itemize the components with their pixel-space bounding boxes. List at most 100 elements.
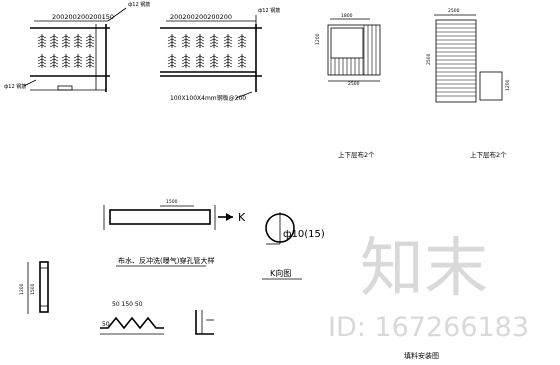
watermark-id: ID: 167266183	[328, 312, 529, 343]
dim-bottom: 2500	[348, 81, 360, 87]
fiber-tuft	[37, 44, 47, 48]
corrugated-profile: 50 150 50 50	[100, 301, 164, 335]
fiber-tuft	[73, 55, 83, 59]
fiber-tuft	[195, 41, 205, 45]
pipe-dim: 1500	[166, 199, 178, 205]
inner-block	[330, 27, 364, 59]
fiber-tuft	[209, 64, 219, 68]
col-dim-a: 1200	[19, 283, 25, 295]
zigzag-line	[100, 316, 164, 330]
fiber-tuft	[37, 35, 47, 39]
fiber-tuft	[237, 41, 247, 45]
fiber-tuft	[167, 58, 177, 62]
fiber-tuft	[167, 44, 177, 48]
fiber-tuft	[181, 35, 191, 39]
col-dim-b: 1500	[30, 283, 36, 295]
column-detail: 1200 1500	[19, 261, 49, 314]
box2-label: 上下层布2个	[470, 150, 507, 159]
fiber-tuft	[61, 35, 71, 39]
pipe-body	[109, 209, 211, 225]
column-post	[39, 261, 49, 313]
fiber-tuft	[223, 44, 233, 48]
fiber-tuft	[37, 38, 47, 42]
fiber-tuft	[49, 38, 59, 42]
fiber-tuft	[181, 61, 191, 65]
fiber-tuft	[85, 55, 95, 59]
watermark: 知末 ID: 167266183	[328, 232, 529, 343]
fiber-tuft	[73, 58, 83, 62]
fiber-tuft	[167, 38, 177, 42]
dia-left-bot: ф12 钢筋	[4, 83, 26, 90]
fiber-plant-group	[37, 34, 95, 68]
fiber-tuft	[195, 44, 205, 48]
fiber-tuft	[37, 61, 47, 65]
fiber-tuft	[223, 58, 233, 62]
fiber-tuft	[37, 64, 47, 68]
module-slats	[436, 23, 476, 97]
fiber-tuft	[237, 44, 247, 48]
fiber-tuft	[49, 64, 59, 68]
fiber-tuft	[209, 58, 219, 62]
fiber-tuft	[237, 61, 247, 65]
fiber-tuft	[195, 35, 205, 39]
rebar-detail-middle: 200200200200200 ф12 钢筋 100X100X4mm钢板@200	[160, 7, 280, 102]
fiber-tuft	[85, 41, 95, 45]
dims-mid-label: 200200200200200	[170, 13, 232, 21]
fiber-tuft	[73, 64, 83, 68]
perforated-pipe-detail: 1500 K 布水、反冲洗(曝气)穿孔管大样	[103, 199, 246, 267]
fiber-tuft	[181, 64, 191, 68]
fiber-tuft	[209, 35, 219, 39]
fiber-tuft	[195, 58, 205, 62]
fiber-tuft	[181, 38, 191, 42]
fiber-tuft	[181, 44, 191, 48]
module-plan-2: 2500 2500 1200 上下层布2个	[426, 8, 511, 159]
fiber-tuft	[167, 64, 177, 68]
fiber-tuft	[195, 38, 205, 42]
fiber-tuft	[237, 64, 247, 68]
dim-top: 2500	[448, 8, 460, 14]
bracket-angle	[195, 310, 214, 335]
fiber-tuft	[223, 64, 233, 68]
watermark-brand: 知末	[360, 232, 488, 306]
circle-dim: ф10(15)	[283, 229, 325, 240]
dims-left-label: 200200200200150	[52, 13, 114, 21]
fiber-tuft	[85, 64, 95, 68]
box1-label: 上下层布2个	[338, 150, 375, 159]
fiber-tuft	[49, 44, 59, 48]
pipe-label: 布水、反冲洗(曝气)穿孔管大样	[118, 256, 214, 265]
k-view-title: K向图	[270, 268, 291, 278]
fiber-tuft	[223, 55, 233, 59]
fiber-tuft	[49, 41, 59, 45]
fiber-tuft	[167, 61, 177, 65]
fiber-tuft	[195, 61, 205, 65]
fiber-tuft	[61, 41, 71, 45]
fiber-tuft	[61, 44, 71, 48]
fiber-tuft	[49, 61, 59, 65]
fiber-tuft	[85, 44, 95, 48]
fiber-tuft	[85, 61, 95, 65]
leader-line	[107, 7, 127, 22]
fiber-tuft	[167, 41, 177, 45]
fiber-tuft	[61, 58, 71, 62]
fiber-tuft	[49, 58, 59, 62]
fiber-tuft	[167, 55, 177, 59]
module-outline	[327, 24, 381, 76]
fiber-tuft	[237, 58, 247, 62]
fiber-tuft	[181, 55, 191, 59]
dim-bottom: 1200	[505, 79, 511, 91]
module-slats	[330, 25, 377, 75]
fiber-tuft	[85, 38, 95, 42]
fiber-tuft	[61, 55, 71, 59]
fiber-tuft	[223, 61, 233, 65]
fiber-tuft	[209, 44, 219, 48]
dim-top: 1800	[341, 13, 353, 19]
fiber-tuft	[195, 64, 205, 68]
base-block	[57, 85, 73, 91]
fiber-tuft	[223, 38, 233, 42]
side-block	[479, 71, 503, 101]
fiber-tuft	[37, 58, 47, 62]
fiber-tuft	[85, 35, 95, 39]
rebar-detail-left: 200200200200150 ф12 钢筋 ф12 钢筋	[4, 1, 150, 92]
dia-left-top: ф12 钢筋	[128, 1, 150, 8]
